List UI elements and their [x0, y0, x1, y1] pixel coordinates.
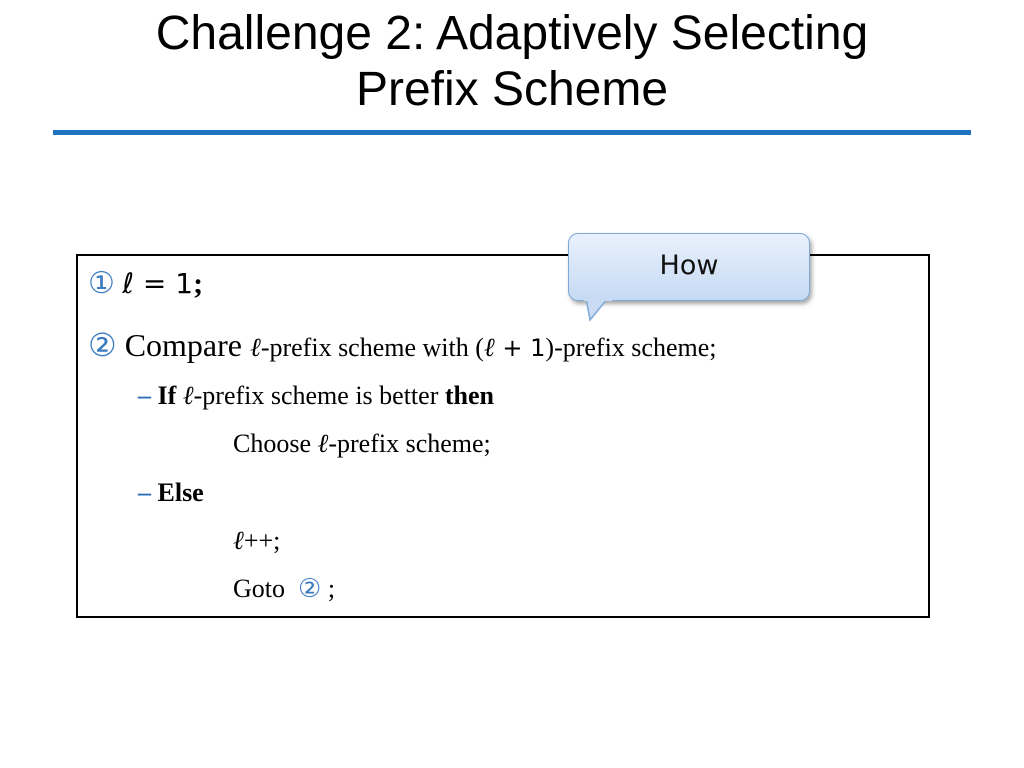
step-1-expression: = 1	[133, 267, 194, 300]
increment-text: ++;	[243, 526, 281, 555]
how-callout-text: How	[659, 250, 719, 281]
if-variable: ℓ	[182, 381, 194, 411]
else-branch-line: – Else	[138, 478, 204, 508]
speech-bubble-tail-icon	[584, 298, 612, 322]
step-1-line: ① ℓ = 1;	[88, 266, 203, 301]
choose-text-2: -prefix scheme;	[328, 429, 491, 458]
title-line-1: Challenge 2: Adaptively Selecting	[155, 7, 869, 60]
increment-variable: ℓ	[233, 526, 244, 556]
step-1-terminator: ;	[193, 267, 204, 300]
step-2-line: ② Compare ℓ-prefix scheme with (ℓ + 1)-p…	[88, 326, 717, 364]
step-2-text-2: )-prefix scheme;	[545, 333, 717, 362]
goto-word: Goto	[233, 574, 285, 603]
slide-title: Challenge 2: Adaptively Selecting Prefix…	[0, 6, 1024, 118]
step-2-variable-1: ℓ	[249, 333, 261, 363]
step-2-compare-word: Compare	[124, 327, 242, 363]
step-1-marker: ①	[88, 266, 115, 301]
goto-line: Goto ② ;	[233, 574, 335, 604]
goto-terminator: ;	[327, 574, 336, 603]
how-speech-bubble: How	[568, 233, 810, 301]
step-1-variable: ℓ	[122, 267, 134, 300]
then-keyword: then	[444, 381, 494, 410]
title-line-2: Prefix Scheme	[355, 63, 669, 116]
if-keyword: If	[157, 381, 177, 410]
title-underline	[53, 130, 971, 135]
else-bullet-dash: –	[138, 478, 151, 507]
step-2-text-1: -prefix scheme with (	[260, 333, 484, 362]
increment-line: ℓ++;	[233, 526, 280, 556]
if-bullet-dash: –	[138, 381, 151, 410]
choose-line: Choose ℓ-prefix scheme;	[233, 429, 491, 459]
step-2-variable-2: ℓ	[483, 333, 495, 363]
step-2-expression: + 1	[494, 334, 546, 362]
goto-step-2-marker: ②	[298, 574, 322, 604]
if-condition-text: -prefix scheme is better	[193, 381, 445, 410]
choose-variable: ℓ	[317, 429, 329, 459]
choose-text-1: Choose	[233, 429, 318, 458]
if-branch-line: – If ℓ-prefix scheme is better then	[138, 381, 494, 411]
algorithm-box: ① ℓ = 1; ② Compare ℓ-prefix scheme with …	[76, 254, 930, 618]
step-2-marker: ②	[88, 326, 117, 364]
else-keyword: Else	[157, 478, 204, 507]
